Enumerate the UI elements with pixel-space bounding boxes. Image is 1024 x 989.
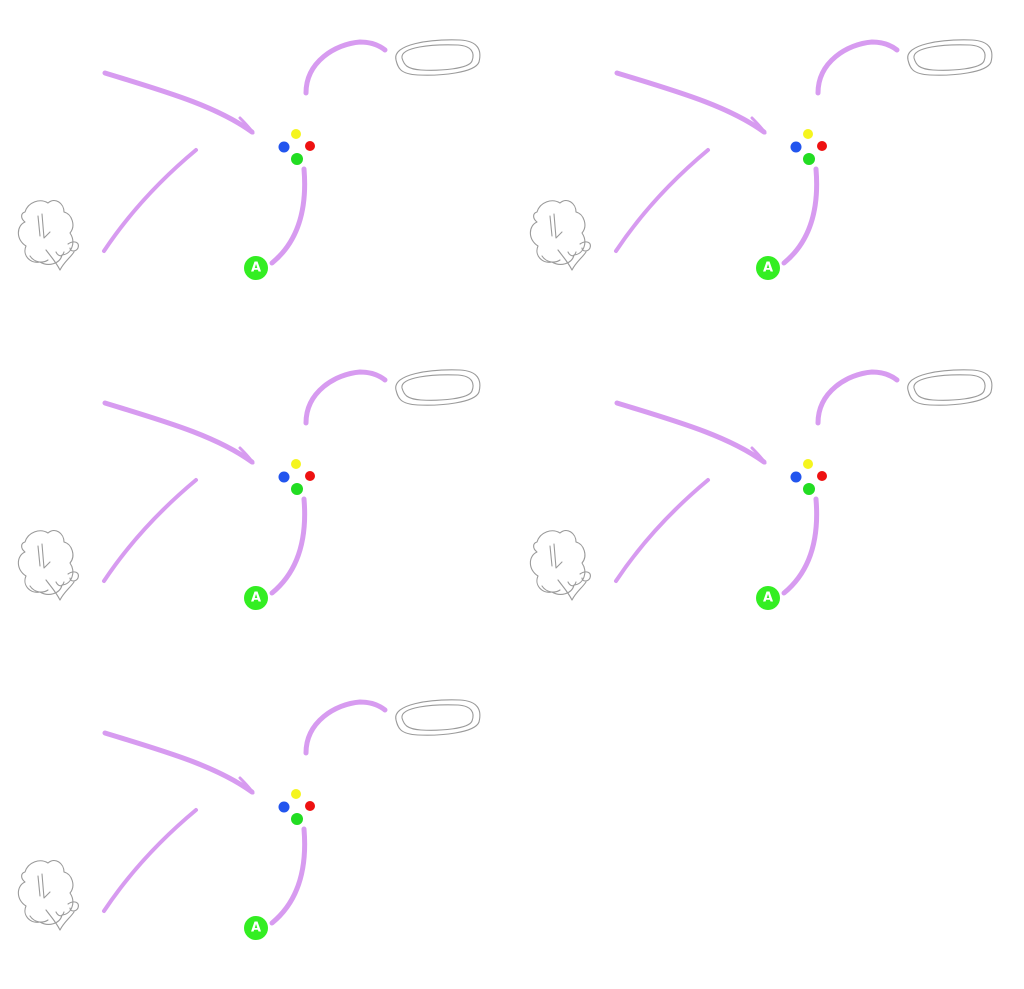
start-circle-icon[interactable]: A bbox=[756, 586, 780, 610]
board-panel-3: A bbox=[18, 370, 480, 610]
board-paths-and-sketches bbox=[18, 700, 480, 930]
start-circle-icon[interactable]: A bbox=[244, 256, 268, 280]
start-label: A bbox=[251, 261, 261, 276]
board-paths-and-sketches bbox=[530, 40, 992, 270]
start-label: A bbox=[251, 591, 261, 606]
board-paths-and-sketches bbox=[530, 370, 992, 600]
four-color-dot-cluster-icon bbox=[278, 129, 315, 165]
board-paths-and-sketches bbox=[18, 40, 480, 270]
board-panel-1: A bbox=[18, 40, 480, 280]
board-paths-and-sketches bbox=[18, 370, 480, 600]
start-circle-icon[interactable]: A bbox=[244, 586, 268, 610]
start-circle-icon[interactable]: A bbox=[244, 916, 268, 940]
board-panel-5: A bbox=[18, 700, 480, 940]
board-panel-4: A bbox=[530, 370, 992, 610]
four-color-dot-cluster-icon bbox=[278, 789, 315, 825]
start-label: A bbox=[251, 921, 261, 936]
start-label: A bbox=[763, 261, 773, 276]
four-color-dot-cluster-icon bbox=[790, 129, 827, 165]
four-color-dot-cluster-icon bbox=[278, 459, 315, 495]
start-label: A bbox=[763, 591, 773, 606]
four-color-dot-cluster-icon bbox=[790, 459, 827, 495]
start-circle-icon[interactable]: A bbox=[756, 256, 780, 280]
board-panel-2: A bbox=[530, 40, 992, 280]
